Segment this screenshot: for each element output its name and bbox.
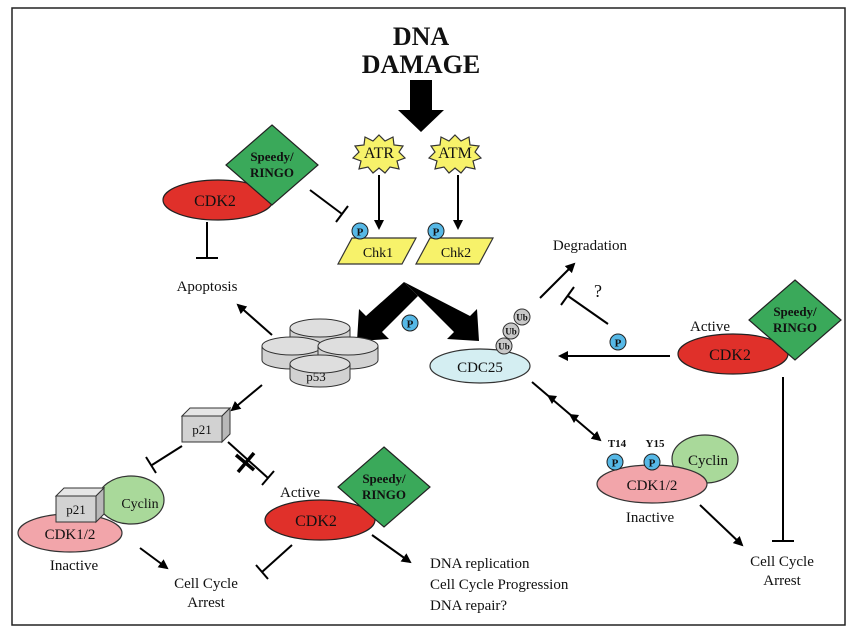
cdk2-inhibits-degradation-line [567,295,609,325]
apoptosis-label: Apoptosis [177,279,238,295]
inactive-left-label: Inactive [50,558,99,574]
degradation-label: Degradation [553,238,628,254]
cdk2-to-outcomes-arrow [371,534,412,564]
cdc25-ellipse [429,348,531,384]
speedy-top-left-line1: Speedy/ [250,149,294,164]
p21-bound-label: p21 [66,502,86,517]
y15-phospho-circle [643,453,661,471]
center-phospho-circle [401,314,419,332]
ubiquitin-3 [513,308,531,326]
cdk12-right-label: CDK1/2 [627,478,678,494]
speedy-top-left-line2: RINGO [250,165,294,180]
arrest-left-line2: Arrest [187,595,225,611]
chk2-shape [414,237,495,265]
t14-label: T14 [608,438,627,450]
chk-to-cdc25-arrow [404,282,479,341]
active-center-label: Active [280,485,320,501]
title-line-1: DNA [393,22,450,51]
p21-cube [180,406,232,444]
chk1-label: Chk1 [363,246,393,261]
cdk2-inhibits-arrest-bar [255,564,269,580]
cdk2-center-label: CDK2 [295,513,337,530]
ubiquitin-2 [502,322,520,340]
cdk12-to-arrest-right-arrow [699,504,744,547]
chk2-phospho-label: P [433,227,440,239]
p53-label: p53 [306,369,326,384]
atr-star [351,134,407,174]
cdk2-inhibits-degradation-bar [560,286,575,306]
chk2-label: Chk2 [441,246,471,261]
cdk2-right-label: CDK2 [709,347,751,364]
cdk2-top-left-label: CDK2 [194,193,236,210]
title-line-2: DAMAGE [362,50,480,79]
chk-to-p53-arrow [357,282,418,341]
chk1-shape [336,237,418,265]
p21-inhibits-cdk12-line [151,445,183,466]
dna-replication-label: DNA replication [430,556,530,572]
cdk2-inhibits-chk1-bar [335,205,349,223]
cdc25-label: CDC25 [457,360,503,376]
speedy-right-line1: Speedy/ [773,304,817,319]
p21-blocked-cdk2-bar [261,470,275,486]
cdc25-to-degradation-arrow [539,262,576,299]
speedy-ringo-right [748,279,842,361]
arrest-right-line2: Arrest [763,573,801,589]
cyclin-right-label: Cyclin [688,453,728,469]
ubiquitin-3-label: Ub [516,313,528,323]
blocked-x-mark [234,451,256,474]
cdk12-to-arrest-left-arrow [139,547,169,570]
center-phospho-label: P [407,319,414,331]
p21-label: p21 [192,422,212,437]
cyclin-left-label: Cyclin [121,497,158,512]
cdc25-to-cdk12-mid-arrowhead-1 [547,395,557,404]
chk1-phospho-circle [351,222,369,240]
ubiquitin-2-label: Ub [505,327,517,337]
ubiquitin-1-label: Ub [498,342,510,352]
cdk2-inhibits-chk1-line [309,189,343,215]
p21-inhibits-cdk12-bar [145,456,157,474]
p53-to-p21-arrow [230,384,263,412]
t14-phospho-label: P [612,458,619,470]
atm-label: ATM [438,145,472,162]
speedy-right-line2: RINGO [773,320,817,335]
y15-label: Y15 [646,438,665,450]
p21-cube-bound [54,486,106,524]
atm-star [427,134,483,174]
arrest-right-line1: Cell Cycle [750,554,814,570]
dna-repair-label: DNA repair? [430,598,507,614]
cdc25-to-cdk12-mid-arrowhead-2 [569,414,579,423]
cdk2-inhibits-arrest-line [261,544,293,573]
active-right-label: Active [690,319,730,335]
y15-phospho-label: P [649,458,656,470]
inactive-right-label: Inactive [626,510,675,526]
p53-tetramer [261,318,379,388]
ubiquitin-1 [495,337,513,355]
cdk12-left-label: CDK1/2 [45,527,96,543]
cdc25-phospho-label: P [615,338,622,350]
progression-label: Cell Cycle Progression [430,577,569,593]
cdk2-center-ellipse [264,499,376,541]
chk2-phospho-circle [427,222,445,240]
speedy-ringo-top-left [225,124,319,206]
speedy-center-line1: Speedy/ [362,471,406,486]
question-mark-label: ? [594,281,602,301]
arrest-left-line1: Cell Cycle [174,576,238,592]
cdc25-to-cdk12-arrow [531,381,602,442]
p53-to-apoptosis-arrow [236,303,273,336]
t14-phospho-circle [606,453,624,471]
speedy-center-line2: RINGO [362,487,406,502]
cdc25-phospho-circle [609,333,627,351]
dna-damage-arrow [398,80,444,132]
chk1-phospho-label: P [357,227,364,239]
atr-label: ATR [364,145,395,162]
speedy-ringo-center [337,446,431,528]
